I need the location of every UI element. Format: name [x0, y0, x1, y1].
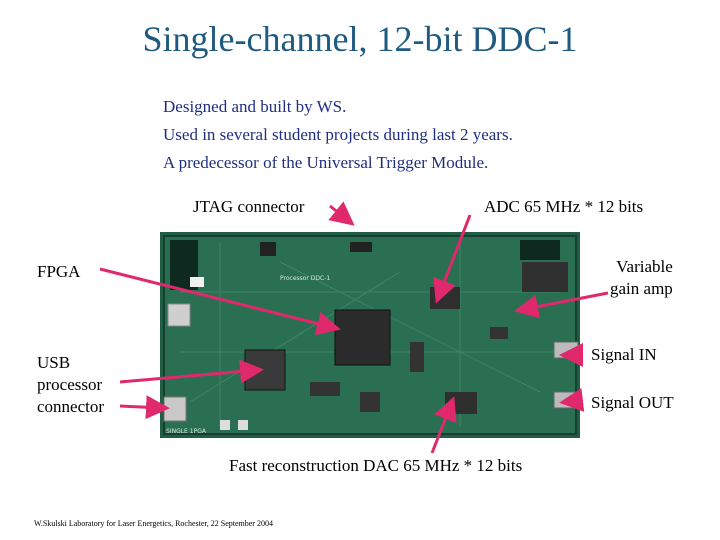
footer-credit: W.Skulski Laboratory for Laser Energetic… — [34, 519, 273, 528]
label-variable-gain-amp: Variable gain amp — [610, 256, 673, 300]
label-jtag: JTAG connector — [193, 197, 305, 216]
label-fpga: FPGA — [37, 262, 81, 281]
label-vga-line-2: gain amp — [610, 279, 673, 298]
slide-title: Single-channel, 12-bit DDC-1 — [142, 19, 578, 59]
label-vga-line-1: Variable — [616, 257, 673, 276]
arrow-signal-out — [559, 387, 585, 412]
label-signal-in: Signal IN — [591, 345, 657, 364]
intro-line-3: A predecessor of the Universal Trigger M… — [163, 153, 489, 172]
arrow-dac — [430, 396, 457, 454]
arrow-jtag — [328, 201, 355, 226]
label-usb-line-3: connector — [37, 397, 105, 416]
arrow-usb-connector — [119, 395, 170, 420]
board-model-text: SINGLE 1PGA — [166, 428, 207, 435]
label-signal-out: Signal OUT — [591, 393, 674, 412]
label-usb: USB processor connector — [37, 352, 104, 418]
intro-line-2: Used in several student projects during … — [163, 125, 513, 144]
board-brand-text: Processor DDC-1 — [280, 275, 330, 282]
arrow-vga — [514, 291, 609, 319]
label-dac: Fast reconstruction DAC 65 MHz * 12 bits — [229, 456, 523, 475]
arrow-fpga — [99, 267, 341, 336]
label-usb-line-2: processor — [37, 375, 103, 394]
intro-line-1: Designed and built by WS. — [163, 97, 347, 116]
label-usb-line-1: USB — [37, 353, 71, 372]
ddc1-board-photo: Processor DDC-1 SINGLE 1PGA — [160, 232, 580, 438]
arrow-adc — [433, 214, 472, 304]
label-adc: ADC 65 MHz * 12 bits — [484, 197, 644, 216]
intro-text: Designed and built by WS. Used in severa… — [163, 93, 513, 177]
arrow-usb-processor — [119, 359, 264, 384]
